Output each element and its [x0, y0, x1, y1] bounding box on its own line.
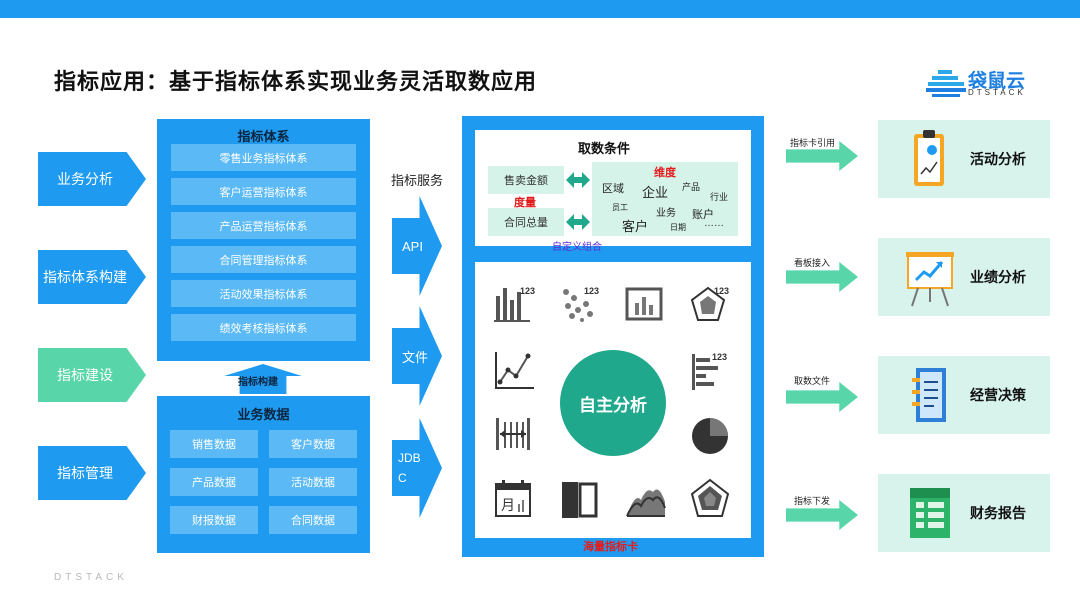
- measure-tag: 售卖金额: [488, 166, 564, 194]
- output-arrow-label: 指标下发: [794, 496, 831, 506]
- measure-label: 度量: [514, 197, 536, 209]
- scatter-123-icon: 123: [563, 286, 599, 322]
- card-label: 海量指标卡: [583, 541, 638, 553]
- index-system-item: 客户运营指标体系: [171, 178, 356, 205]
- dimension-word: 产品: [682, 182, 701, 192]
- index-system-item: 产品运营指标体系: [171, 212, 356, 239]
- service-arrow-label: JDBC: [398, 451, 421, 485]
- svg-text:123: 123: [520, 286, 535, 296]
- output-arrow-label: 看板接入: [794, 258, 831, 268]
- index-system-item: 合同管理指标体系: [171, 246, 356, 273]
- logo-name: 袋鼠云: [968, 71, 1026, 92]
- dimension-word: 行业: [710, 192, 729, 202]
- business-data-cell: 活动数据: [269, 468, 357, 496]
- hbar-123-icon: 123: [692, 352, 727, 390]
- step-label: 指标体系构建: [43, 269, 127, 285]
- custom-combo-label: 自定义组合: [552, 242, 602, 253]
- step-system-build: 指标体系构建: [38, 250, 146, 304]
- output-card-decision: 经营决策: [878, 356, 1050, 434]
- fetch-title: 取数条件: [578, 141, 631, 156]
- service-title: 指标服务: [391, 173, 444, 188]
- service-arrow-api: API: [392, 196, 442, 296]
- business-data-cell: 产品数据: [170, 468, 258, 496]
- calendar-icon: 月: [495, 480, 531, 517]
- dimension-word: 员工: [612, 203, 628, 212]
- pie-icon: [692, 418, 728, 454]
- business-data-cell: 客户数据: [269, 430, 357, 458]
- step-index-construction: 指标建设: [38, 348, 146, 402]
- output-arrow-label: 取数文件: [794, 376, 831, 386]
- service-arrow-jdbc: JDBC: [392, 418, 442, 518]
- notebook-icon: [912, 368, 946, 422]
- step-index-management: 指标管理: [38, 446, 146, 500]
- service-arrow-file: 文件: [392, 306, 442, 406]
- svg-text:123: 123: [712, 352, 727, 362]
- dimension-word: 日期: [670, 223, 686, 232]
- output-card-label: 业绩分析: [970, 269, 1026, 285]
- index-system-item: 绩效考核指标体系: [171, 314, 356, 341]
- output-card-label: 财务报告: [970, 505, 1026, 521]
- split-icon: [562, 482, 598, 518]
- clipboard-icon: [914, 130, 944, 186]
- sheet-icon: [910, 488, 950, 538]
- step-label: 指标管理: [57, 465, 113, 481]
- index-system-title: 指标体系: [237, 129, 290, 144]
- svg-text:123: 123: [714, 286, 729, 296]
- range-icon: [496, 418, 530, 450]
- svg-text:123: 123: [584, 286, 599, 296]
- logo-cloud-icon: [926, 70, 966, 97]
- svg-text:月: 月: [501, 498, 515, 514]
- radar-123-icon: 123: [690, 286, 729, 321]
- top-bar: [0, 0, 1080, 18]
- bar-frame-icon: [625, 287, 663, 321]
- step-label: 指标建设: [57, 367, 113, 383]
- output-card-activity: 活动分析: [878, 120, 1050, 198]
- dimension-word: ……: [704, 218, 724, 229]
- measure-tag: 合同总量: [488, 208, 564, 236]
- dimension-word: 账户: [692, 209, 714, 221]
- step-label: 业务分析: [57, 171, 113, 187]
- build-label: 指标构建: [238, 377, 278, 388]
- output-card-label: 经营决策: [970, 387, 1026, 403]
- logo-sub: DTSTACK: [968, 88, 1026, 97]
- service-arrow-label: 文件: [402, 349, 429, 365]
- index-system-item: 活动效果指标体系: [171, 280, 356, 307]
- business-data-cell: 销售数据: [170, 430, 258, 458]
- index-system-item: 零售业务指标体系: [171, 144, 356, 171]
- board-icon: [906, 252, 954, 307]
- output-card-performance: 业绩分析: [878, 238, 1050, 316]
- double-arrow-icons: [566, 172, 590, 230]
- business-data-title: 业务数据: [237, 407, 290, 422]
- dimension-word: 区域: [602, 183, 624, 195]
- self-analysis-circle: 自主分析: [560, 350, 666, 456]
- output-card-finance: 财务报告: [878, 474, 1050, 552]
- dimension-label: 维度: [654, 167, 676, 179]
- service-arrow-label: API: [402, 238, 423, 254]
- area-chart-icon: [626, 489, 666, 517]
- radar-icon: [690, 478, 730, 517]
- business-data-cell: 合同数据: [269, 506, 357, 534]
- business-data-cell: 财报数据: [170, 506, 258, 534]
- step-business-analysis: 业务分析: [38, 152, 146, 206]
- output-arrow-label: 指标卡引用: [790, 138, 836, 148]
- dimension-area: 维度 区域 企业 产品 行业 员工 业务 账户 客户 日期 ……: [592, 162, 738, 236]
- output-card-label: 活动分析: [970, 151, 1026, 167]
- dimension-word: 客户: [622, 219, 649, 234]
- bar-123-icon: 123: [494, 286, 535, 322]
- footer-brand: DTSTACK: [54, 572, 128, 583]
- dimension-word: 业务: [656, 208, 676, 219]
- dimension-word: 企业: [642, 185, 669, 200]
- line-chart-icon: [495, 352, 534, 389]
- page-title: 指标应用：基于指标体系实现业务灵活取数应用: [54, 69, 538, 94]
